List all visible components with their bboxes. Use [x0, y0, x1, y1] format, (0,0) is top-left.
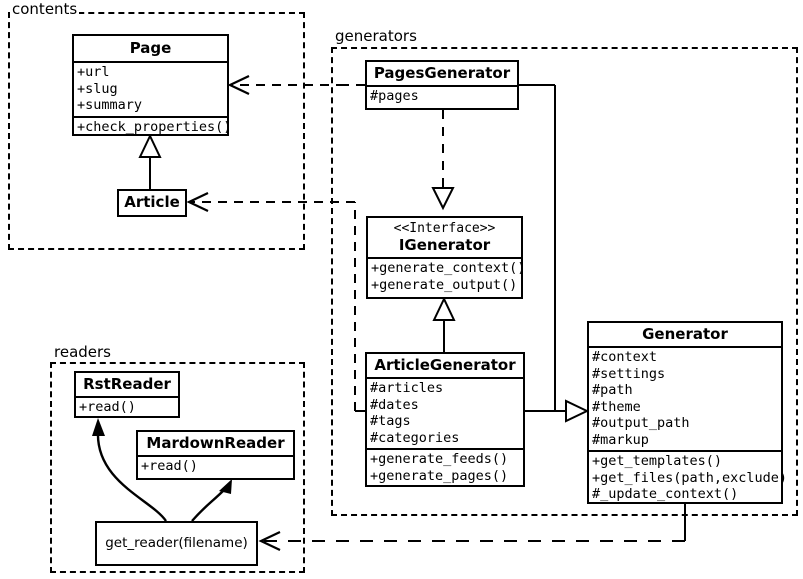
class-igenerator-stereotype: <<Interface>>	[393, 221, 496, 236]
class-page[interactable]: Page +url +slug +summary +check_properti…	[72, 34, 232, 138]
operation-row: #_update_context()	[592, 486, 739, 502]
attribute-row: #theme	[592, 398, 641, 415]
divider	[367, 377, 523, 379]
attribute-row: #settings	[592, 365, 666, 382]
divider	[76, 396, 178, 398]
class-page-title: Page	[129, 39, 172, 57]
class-rst-reader-operations: +read()	[76, 398, 178, 418]
attribute-row: #tags	[370, 413, 411, 429]
class-page-operations: +check_properties()	[74, 118, 232, 138]
attribute-row: #path	[592, 382, 633, 398]
attribute-row: #articles	[370, 380, 444, 396]
attribute-row: +slug	[77, 80, 118, 97]
class-rst-reader[interactable]: RstReader +read()	[74, 371, 180, 418]
operation-row: +generate_pages()	[370, 467, 509, 484]
attribute-row: #markup	[592, 431, 649, 448]
package-readers-label: readers	[52, 343, 113, 361]
class-article-generator-operations: +generate_feeds() +generate_pages()	[367, 450, 523, 486]
operation-row: +check_properties()	[77, 118, 232, 135]
class-article[interactable]: Article	[117, 189, 187, 217]
class-igenerator[interactable]: <<Interface>> IGenerator +generate_conte…	[366, 216, 526, 299]
class-pages-generator-title: PagesGenerator	[373, 64, 511, 82]
divider	[368, 257, 521, 259]
divider	[138, 455, 293, 457]
class-mardown-reader-operations: +read()	[138, 457, 293, 477]
attribute-row: #output_path	[592, 415, 690, 431]
class-mardown-reader[interactable]: MardownReader +read()	[136, 430, 295, 480]
package-contents-label: contents	[10, 0, 80, 18]
attribute-row: #dates	[370, 396, 419, 413]
class-pages-generator-attributes: #pages	[367, 87, 517, 107]
package-generators-label: generators	[333, 27, 419, 45]
class-generator-attributes: #context #settings #path #theme #output_…	[589, 348, 781, 450]
function-get-reader-label: get_reader(filename)	[105, 535, 248, 551]
class-article-generator-attributes: #articles #dates #tags #categories	[367, 379, 523, 448]
class-generator-title: Generator	[642, 325, 728, 343]
class-igenerator-title: <<Interface>> IGenerator	[368, 218, 521, 257]
operation-row: +generate_feeds()	[370, 451, 509, 467]
class-pages-generator[interactable]: PagesGenerator #pages	[365, 60, 519, 110]
attribute-row: +url	[77, 64, 110, 80]
operation-row: +get_files(path,exclude)	[592, 469, 788, 486]
operation-row: +generate_context()	[371, 260, 526, 276]
package-generators	[331, 47, 798, 516]
class-page-attributes: +url +slug +summary	[74, 63, 227, 116]
operation-row: +read()	[141, 458, 198, 474]
divider	[589, 346, 781, 348]
divider	[589, 450, 781, 452]
class-rst-reader-title: RstReader	[83, 375, 171, 393]
class-generator[interactable]: Generator #context #settings #path #them…	[587, 321, 788, 505]
class-article-title: Article	[124, 193, 180, 211]
function-get-reader[interactable]: get_reader(filename)	[95, 521, 258, 566]
package-contents	[8, 12, 305, 250]
class-article-generator-title: ArticleGenerator	[374, 356, 516, 374]
class-igenerator-name: IGenerator	[398, 236, 491, 254]
operation-row: +get_templates()	[592, 453, 723, 469]
attribute-row: #context	[592, 349, 658, 365]
class-generator-operations: +get_templates() +get_files(path,exclude…	[589, 452, 788, 505]
attribute-row: #categories	[370, 429, 460, 446]
class-igenerator-operations: +generate_context() +generate_output()	[368, 259, 526, 295]
operation-row: +generate_output()	[371, 276, 518, 293]
class-article-generator[interactable]: ArticleGenerator #articles #dates #tags …	[365, 352, 525, 487]
package-readers	[50, 362, 305, 573]
operation-row: +read()	[79, 399, 136, 415]
divider	[74, 61, 227, 63]
divider	[367, 448, 523, 450]
divider	[367, 85, 517, 87]
attribute-row: #pages	[370, 88, 419, 104]
attribute-row: +summary	[77, 97, 143, 113]
divider	[74, 115, 227, 118]
class-mardown-reader-title: MardownReader	[146, 434, 285, 452]
